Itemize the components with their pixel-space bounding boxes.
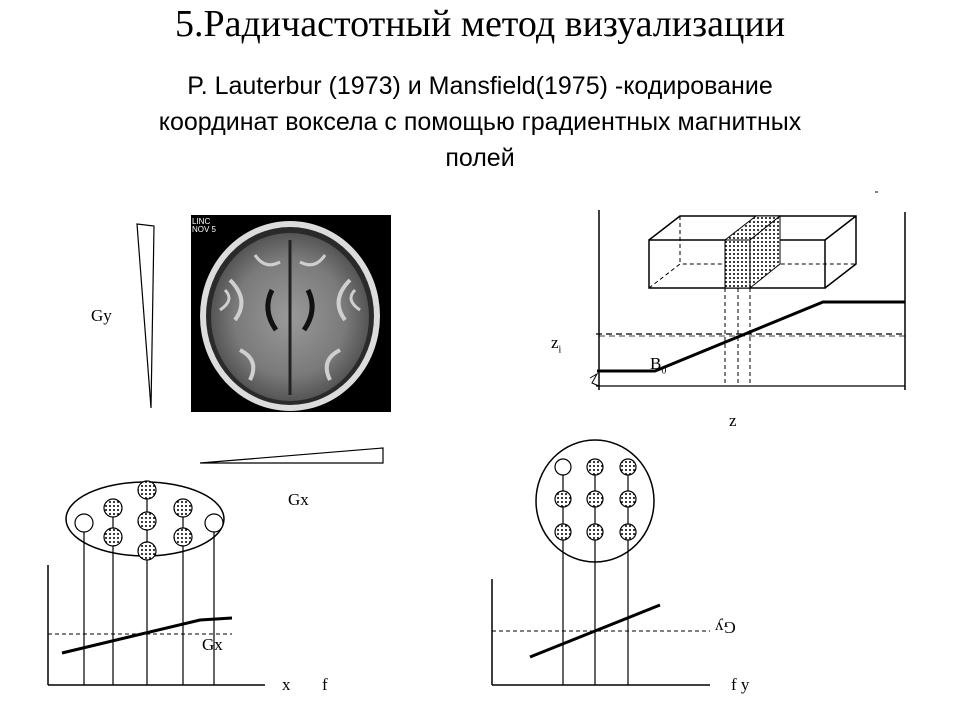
gx-label: Gx	[288, 490, 309, 509]
zi-label: zi	[551, 333, 562, 356]
slide-subtitle: P. Lauterbur (1973) и Mansfield(1975) -к…	[60, 68, 900, 176]
z-axis-label: z	[729, 411, 737, 430]
gy-inverted-label: Gy	[715, 618, 736, 637]
slide-title: 5.Радичастотный метод визуализации	[174, 3, 786, 45]
mri-caption: LINC	[192, 217, 210, 226]
x-encoding-diagram	[47, 480, 265, 686]
gx-gradient-wedge	[199, 447, 384, 464]
gx-plot-label: Gx	[202, 635, 223, 654]
mri-caption: NOV 5	[192, 225, 217, 234]
subtitle-line: P. Lauterbur (1973) и Mansfield(1975) -к…	[187, 72, 773, 100]
gy-gradient-wedge	[136, 223, 155, 409]
fy-axis-label: f y	[731, 675, 750, 694]
subtitle-line: полей	[445, 144, 515, 172]
mri-brain-image: LINC NOV 5	[191, 215, 391, 412]
y-encoding-diagram	[491, 439, 710, 686]
x-axis-label: x	[282, 675, 291, 694]
b0-label: B0	[650, 354, 667, 377]
slice-selection-diagram	[589, 191, 906, 390]
gy-label: Gy	[91, 306, 112, 325]
subtitle-line: координат воксела с помощью градиентных …	[158, 108, 802, 136]
f-axis-label: f	[322, 675, 328, 694]
